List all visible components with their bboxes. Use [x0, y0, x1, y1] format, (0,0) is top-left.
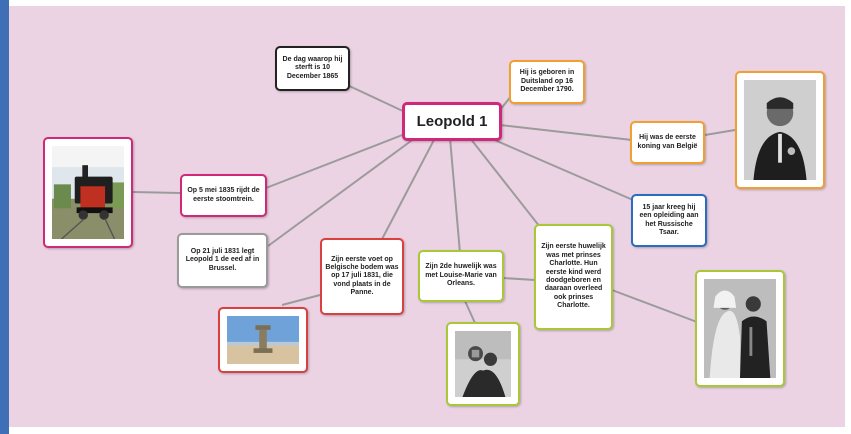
node-education[interactable]: 15 jaar kreeg hij een opleiding aan het …	[631, 194, 707, 247]
connector-wedding-photo	[611, 289, 698, 323]
connector-death	[344, 83, 406, 113]
connector-couple-photo	[464, 300, 476, 324]
king-portrait-image	[744, 80, 816, 180]
steamtrain-photo[interactable]	[43, 137, 133, 248]
connector-oath	[267, 137, 416, 247]
couple-portrait-image	[455, 331, 511, 397]
node-arrival[interactable]: Zijn eerste voet op Belgische bodem was …	[320, 238, 404, 315]
node-steamtrain[interactable]: Op 5 mei 1835 rijdt de eerste stoomtrein…	[180, 174, 267, 217]
king-portrait-photo[interactable]	[735, 71, 825, 189]
connector-arrival	[379, 137, 436, 244]
beach-monument-image	[227, 316, 299, 364]
connector-beach-photo	[281, 294, 321, 306]
bottom-frame	[0, 427, 851, 434]
connector-first-king	[499, 124, 633, 141]
node-born[interactable]: Hij is geboren in Duitsland op 16 Decemb…	[509, 60, 585, 104]
connector-king-photo	[704, 129, 736, 136]
second-marriage-photo[interactable]	[446, 322, 520, 406]
connector-second-marriage	[449, 137, 461, 254]
node-oath[interactable]: Op 21 juli 1831 legt Leopold 1 de eed af…	[177, 233, 268, 288]
connector-train-photo	[132, 191, 181, 194]
steam-locomotive-image	[52, 146, 124, 239]
bottom-left-frame	[0, 427, 9, 434]
wedding-portrait-image	[704, 279, 776, 378]
node-first-marriage[interactable]: Zijn eerste huwelijk was met prinses Cha…	[534, 224, 613, 330]
beach-monument-photo[interactable]	[218, 307, 308, 373]
connector-steamtrain	[265, 131, 411, 189]
central-topic[interactable]: Leopold 1	[402, 102, 502, 141]
node-death[interactable]: De dag waarop hij sterft is 10 December …	[275, 46, 350, 91]
node-second-marriage[interactable]: Zijn 2de huwelijk was met Louise-Marie v…	[418, 250, 504, 302]
top-frame	[9, 0, 851, 6]
wedding-photo[interactable]	[695, 270, 785, 387]
connector-marriages	[502, 277, 536, 281]
node-first-king[interactable]: Hij was de eerste koning van België	[630, 121, 705, 164]
connector-education	[489, 137, 634, 201]
left-frame-bar	[0, 0, 9, 434]
connector-first-marriage	[469, 137, 541, 228]
